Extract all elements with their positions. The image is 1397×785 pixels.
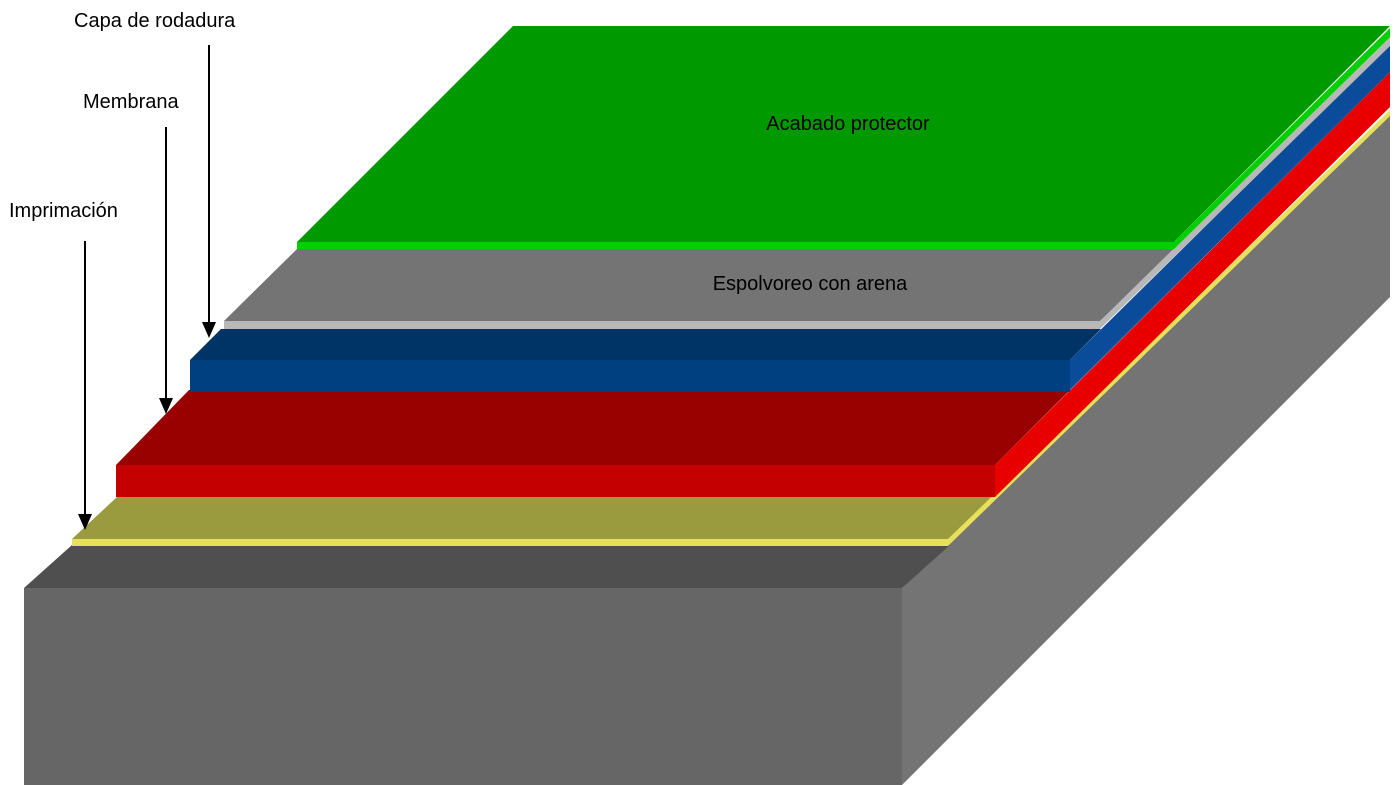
sand-layer xyxy=(224,36,1390,329)
substrate xyxy=(24,112,1390,785)
label-wearing-course: Capa de rodadura xyxy=(74,10,236,32)
arrow-down-icon xyxy=(78,514,92,530)
label-sand: Espolvoreo con arena xyxy=(712,273,908,295)
sand-top xyxy=(224,249,1176,321)
substrate-side xyxy=(902,112,1390,785)
primer-layer xyxy=(72,110,1390,546)
finish-layer xyxy=(297,26,1390,249)
arrow-down-icon xyxy=(202,322,216,338)
arrow-wearing-course xyxy=(202,45,216,338)
primer-edge xyxy=(72,539,948,546)
sand-edge xyxy=(224,321,1100,329)
membrane-side xyxy=(995,72,1390,497)
label-membrane: Membrana xyxy=(83,91,179,113)
arrow-primer xyxy=(78,241,92,530)
arrow-down-icon xyxy=(159,398,173,414)
membrane-top xyxy=(116,390,1070,465)
finish-top xyxy=(297,26,1390,242)
finish-side-edge xyxy=(1174,28,1390,249)
label-primer: Imprimación xyxy=(9,200,118,222)
membrane-layer xyxy=(116,72,1390,497)
primer-top xyxy=(72,497,995,539)
wearing-top xyxy=(190,329,1101,360)
sand-side-edge xyxy=(1100,36,1390,329)
arrow-membrane xyxy=(159,127,173,414)
primer-side-edge xyxy=(948,110,1390,546)
substrate-top xyxy=(24,545,950,588)
wearing-side xyxy=(1070,44,1390,390)
wearing-front xyxy=(190,360,1070,392)
substrate-front xyxy=(24,588,902,785)
label-top-coat: Acabado protector xyxy=(766,113,930,135)
finish-edge xyxy=(297,242,1174,249)
wearing-course-layer xyxy=(190,44,1390,392)
membrane-front xyxy=(116,465,995,497)
